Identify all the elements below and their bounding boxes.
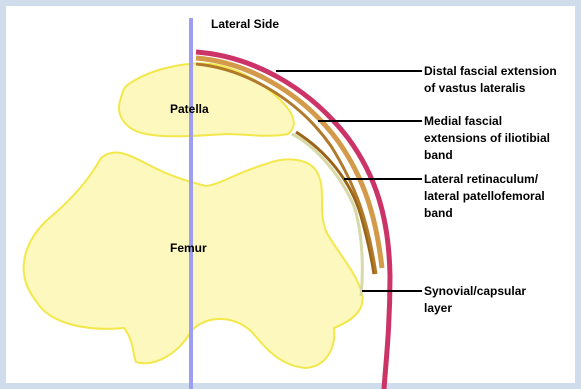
annotation-synovial: Synovial/capsular layer (424, 284, 529, 315)
femur-label: Femur (170, 241, 207, 255)
annotation-line: Medial fascial (424, 114, 502, 128)
annotation-line: Synovial/capsular (424, 284, 526, 298)
femur-shape (24, 153, 363, 368)
annotation-line: extensions of iliotibial (424, 131, 550, 145)
annotation-line: Lateral retinaculum/ (424, 172, 539, 186)
annotation-medial-fascial: Medial fascial extensions of iliotibial … (424, 114, 553, 162)
annotation-line: layer (424, 301, 452, 315)
knee-layers-diagram: Lateral Side Patella Femur Distal fascia… (6, 6, 581, 389)
annotation-line: Distal fascial extension (424, 64, 557, 78)
annotation-line: lateral patellofemoral (424, 189, 545, 203)
annotation-line: band (424, 206, 453, 220)
diagram-title: Lateral Side (211, 17, 279, 31)
annotation-distal-fascial: Distal fascial extension of vastus later… (424, 64, 560, 95)
annotation-lateral-retinaculum: Lateral retinaculum/ lateral patellofemo… (424, 172, 548, 220)
annotation-line: band (424, 148, 453, 162)
annotation-line: of vastus lateralis (424, 81, 526, 95)
patella-label: Patella (170, 102, 209, 116)
